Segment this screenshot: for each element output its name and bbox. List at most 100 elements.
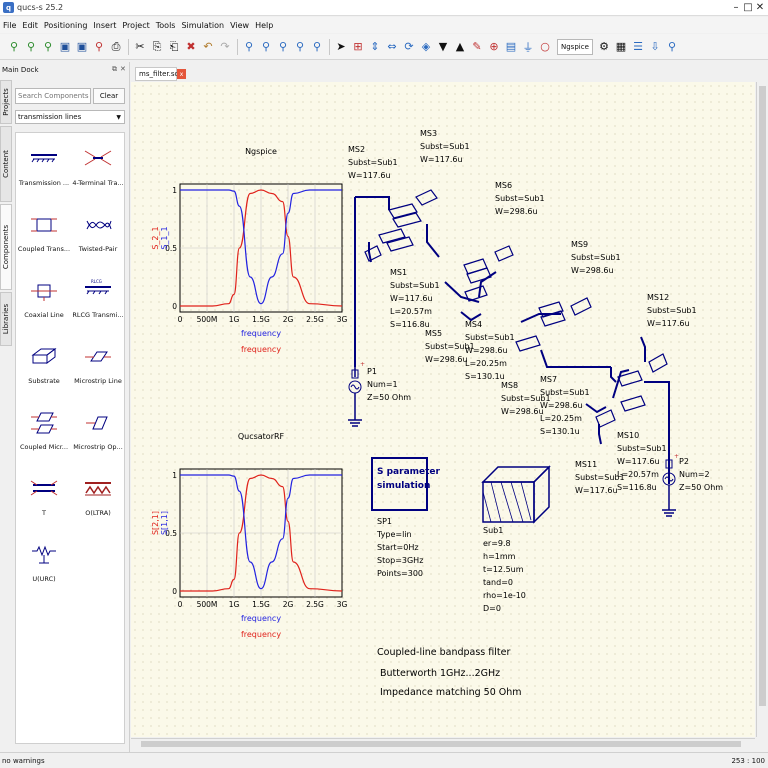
component-label: Microstrip Op...	[73, 443, 123, 451]
paste-icon[interactable]: ⎗	[169, 39, 179, 53]
menu-help[interactable]: Help	[255, 20, 274, 30]
main-dock: Main Dock ⧉✕ Projects Content Components…	[0, 62, 130, 752]
tab-libraries[interactable]: Libraries	[0, 292, 12, 346]
component-coaxial-line[interactable]: Coaxial Line	[18, 269, 70, 331]
select-pointer-icon[interactable]: ➤	[336, 40, 346, 53]
set-marker-icon[interactable]: ⇩	[650, 40, 660, 53]
minimize-button[interactable]: –	[733, 2, 739, 13]
insert-equation-icon[interactable]: ▤	[505, 40, 517, 53]
insert-ground-icon[interactable]: ⏚	[522, 40, 534, 54]
dock-float-close-icon[interactable]: ⧉✕	[112, 65, 129, 73]
menu-edit[interactable]: Edit	[22, 20, 38, 30]
copy-icon[interactable]: ⎘	[152, 39, 162, 53]
horizontal-scrollbar[interactable]	[131, 738, 755, 749]
component-microstrip-line[interactable]: Microstrip Line	[72, 335, 124, 397]
category-select[interactable]: transmission lines ▼	[15, 110, 125, 124]
menu-project[interactable]: Project	[122, 20, 150, 30]
undo-icon[interactable]: ↶	[203, 40, 213, 53]
component-microstrip-open[interactable]: Microstrip Op...	[72, 401, 124, 463]
open-file-icon[interactable]: ⚲	[43, 40, 53, 53]
simulator-select[interactable]: Ngspice	[557, 38, 593, 55]
zoom-in-icon[interactable]: ⚲	[295, 40, 305, 53]
menu-file[interactable]: File	[3, 20, 17, 30]
maximize-button[interactable]: □	[743, 2, 753, 13]
mirror-y-icon[interactable]: ⇔	[387, 40, 397, 53]
insert-label-icon[interactable]: ⊕	[489, 40, 499, 53]
zoom-original-icon[interactable]: ⚲	[278, 40, 288, 53]
cut-icon[interactable]: ✂	[135, 40, 145, 53]
horizontal-scroll-thumb[interactable]	[141, 741, 741, 747]
tab-components[interactable]: Components	[0, 204, 12, 290]
view-data-display-icon[interactable]: ▦	[615, 40, 627, 53]
close-file-icon[interactable]: ⚲	[94, 40, 104, 53]
tab-content[interactable]: Content	[0, 126, 12, 202]
port-p1[interactable]: +	[348, 361, 365, 427]
vertical-scrollbar[interactable]	[756, 82, 768, 737]
component-coupled-microstrip[interactable]: Coupled Micr...	[18, 401, 70, 463]
x-tick-label: 3G	[337, 315, 348, 324]
x-tick-label: 1.5G	[252, 600, 270, 609]
insert-port-icon[interactable]: ○	[540, 40, 550, 53]
component-label-line: S=130.1u	[540, 427, 580, 436]
microstrip-line-ms2b	[392, 212, 422, 228]
component-list: Transmission ... 4-Terminal Tra... Coupl…	[15, 132, 125, 744]
toolbar-separator	[237, 38, 238, 55]
save-all-icon[interactable]: ▣	[76, 40, 88, 53]
close-tab-icon[interactable]: x	[177, 69, 186, 79]
wire	[368, 242, 372, 263]
rotate-icon[interactable]: ⟳	[404, 40, 414, 53]
redo-icon[interactable]: ↷	[220, 40, 230, 53]
vertical-scroll-thumb[interactable]	[759, 86, 766, 706]
menu-positioning[interactable]: Positioning	[43, 20, 88, 30]
zoom-marker-icon[interactable]: ⚲	[667, 40, 677, 53]
print-icon[interactable]: ⎙	[111, 39, 121, 53]
deactivate-icon[interactable]: ◈	[421, 40, 431, 53]
zoom-fit-icon[interactable]: ⚲	[244, 40, 254, 53]
simulate-icon[interactable]: ⚙	[599, 40, 609, 53]
component-label-line: Type=lin	[376, 530, 412, 539]
component-rlcg-line[interactable]: RLCG RLCG Transmi...	[72, 269, 124, 331]
component-oltra[interactable]: O(LTRA)	[72, 467, 124, 529]
edit-properties-icon[interactable]: ⊞	[353, 40, 363, 53]
mirror-x-icon[interactable]: ⇕	[370, 40, 380, 53]
delete-icon[interactable]: ✖	[186, 40, 196, 53]
insert-wire-icon[interactable]: ✎	[472, 40, 482, 53]
new-text-icon[interactable]: ⚲	[26, 40, 36, 53]
component-transmission-line[interactable]: Transmission ...	[18, 137, 70, 199]
component-label-line: W=298.6u	[495, 207, 538, 216]
tuning-icon[interactable]: ☰	[633, 40, 643, 53]
tab-projects[interactable]: Projects	[0, 80, 12, 124]
menu-tools[interactable]: Tools	[155, 20, 176, 30]
go-into-subcircuit-icon[interactable]: ▼	[438, 40, 448, 53]
search-components-input[interactable]	[15, 88, 91, 104]
zoom-out-icon[interactable]: ⚲	[312, 40, 322, 53]
tab-ms-filter-sch[interactable]: ms_filter.sch x	[135, 67, 186, 81]
x-tick-label: 3G	[337, 600, 348, 609]
menu-insert[interactable]: Insert	[93, 20, 117, 30]
clear-button[interactable]: Clear	[93, 88, 125, 104]
menu-simulation[interactable]: Simulation	[181, 20, 225, 30]
component-coupled-line[interactable]: Coupled Trans...	[18, 203, 70, 265]
substrate-sub1[interactable]	[481, 465, 551, 524]
component-label-line: W=298.6u	[501, 407, 544, 416]
component-twisted-pair[interactable]: Twisted-Pair	[72, 203, 124, 265]
component-tee[interactable]: T	[18, 467, 70, 529]
s-parameter-simulation-block[interactable]: S parameter simulation	[371, 457, 441, 511]
menu-view[interactable]: View	[230, 20, 250, 30]
component-urc[interactable]: U(URC)	[18, 533, 70, 595]
port-p2[interactable]: +	[662, 452, 679, 517]
x-axis-label-s21: frequency	[241, 345, 281, 354]
component-label-line: MS6	[495, 181, 512, 190]
zoom-selection-icon[interactable]: ⚲	[261, 40, 271, 53]
component-substrate[interactable]: Substrate	[18, 335, 70, 397]
y-tick-label: 0	[172, 302, 177, 311]
component-4-terminal-line[interactable]: 4-Terminal Tra...	[72, 137, 124, 199]
component-labels: MS2Subst=Sub1W=117.6uMS3Subst=Sub1W=117.…	[348, 129, 723, 613]
close-button[interactable]: ✕	[755, 2, 765, 13]
pop-out-icon[interactable]: ▲	[455, 40, 465, 53]
new-file-icon[interactable]: ⚲	[9, 40, 19, 53]
save-icon[interactable]: ▣	[59, 40, 71, 53]
